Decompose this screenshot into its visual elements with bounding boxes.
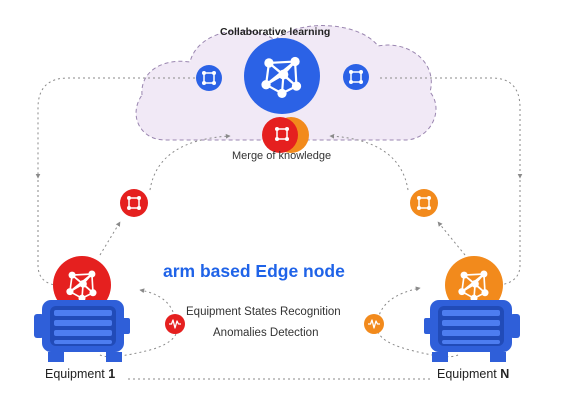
anomalies-detection-label: Anomalies Detection bbox=[213, 327, 319, 339]
equipment-1-label: Equipment 1 bbox=[45, 367, 115, 381]
merge-of-knowledge-label: Merge of knowledge bbox=[232, 150, 332, 162]
collaborative-learning-label: Collaborative learning bbox=[220, 26, 331, 38]
update-node-left bbox=[196, 65, 222, 91]
connector-right-lower bbox=[499, 180, 521, 286]
connector-left-up bbox=[99, 221, 121, 256]
connector-right-up bbox=[437, 221, 466, 256]
merge-node-red bbox=[262, 117, 298, 153]
equipment-1-prefix: Equipment bbox=[45, 367, 109, 381]
equipment-n-label: Equipment N bbox=[437, 367, 509, 381]
connector-left-lower bbox=[37, 180, 56, 286]
signal-node-right bbox=[364, 314, 384, 334]
update-node-red bbox=[120, 189, 148, 217]
update-node-orange bbox=[410, 189, 438, 217]
connector-left-merge bbox=[149, 133, 231, 191]
connector-left-outer bbox=[35, 77, 195, 179]
states-recognition-label: Equipment States Recognition bbox=[186, 306, 341, 318]
electric-motor-icon bbox=[34, 300, 130, 362]
electric-motor-icon bbox=[424, 300, 520, 362]
connector-right-merge bbox=[329, 133, 409, 191]
edge-node-label: arm based Edge node bbox=[163, 261, 345, 281]
equipment-n-number: N bbox=[500, 367, 510, 381]
signal-node-left bbox=[165, 314, 185, 334]
equipment-n-prefix: Equipment bbox=[437, 367, 501, 381]
update-node-right bbox=[343, 64, 369, 90]
equipment-1-number: 1 bbox=[108, 367, 116, 381]
